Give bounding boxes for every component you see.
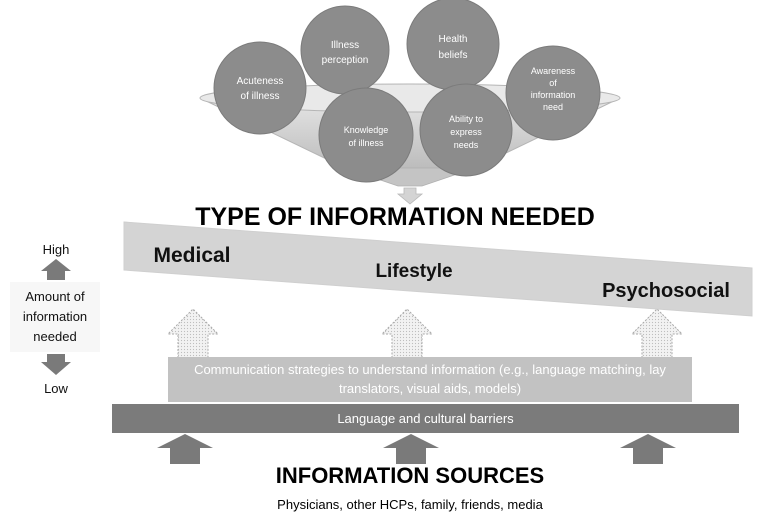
amount-high-arrow [41, 259, 71, 280]
amount-scale: High Low [10, 242, 100, 396]
info-type-banner: TYPE OF INFORMATION NEEDED Medical Lifes… [123, 203, 753, 317]
source-up-arrow-right [620, 434, 676, 464]
amount-high-label: High [43, 242, 70, 257]
factor-circle-knowledge [318, 87, 414, 183]
factor-circle-ability [419, 83, 513, 177]
sources-list: Physicians, other HCPs, family, friends,… [277, 497, 543, 512]
factor-text-ability-3: needs [454, 140, 479, 150]
amount-low-arrow [41, 354, 71, 375]
info-type-psychosocial: Psychosocial [602, 280, 730, 302]
communication-strategies-box [168, 357, 692, 402]
communication-strategies-text: Communication strategies to understand i… [194, 362, 666, 396]
factor-text-beliefs-2: beliefs [439, 50, 468, 61]
factor-circles: Acuteness of illness Illness perception … [213, 0, 601, 183]
source-up-arrow-center [383, 434, 439, 464]
factor-text-awareness-2: of [549, 78, 557, 88]
source-arrows [157, 434, 676, 464]
factor-text-awareness-3: information [531, 90, 576, 100]
info-type-title: TYPE OF INFORMATION NEEDED [195, 203, 595, 231]
factor-text-awareness-4: need [543, 102, 563, 112]
barriers-text: Language and cultural barriers [337, 411, 514, 426]
info-type-lifestyle: Lifestyle [375, 261, 452, 282]
factor-text-ability-2: express [450, 127, 482, 137]
barriers-bar [112, 404, 739, 433]
dotted-up-arrow-right [630, 308, 684, 359]
dotted-up-arrow-center [380, 308, 434, 359]
factor-text-ability-1: Ability to [449, 114, 483, 124]
factor-circle-awareness [505, 45, 601, 141]
factor-circle-acuteness [213, 41, 307, 135]
factor-text-beliefs-1: Health [439, 34, 468, 45]
sources-title: INFORMATION SOURCES [275, 463, 545, 488]
dotted-arrows [166, 308, 684, 359]
factor-text-knowledge-2: of illness [348, 138, 384, 148]
factor-text-perception-2: perception [322, 55, 369, 66]
factor-text-knowledge-1: Knowledge [344, 125, 389, 135]
info-type-medical: Medical [153, 244, 230, 267]
funnel-output-arrow [396, 187, 424, 205]
source-up-arrow-left [157, 434, 213, 464]
factor-circle-health-beliefs [406, 0, 500, 91]
dotted-up-arrow-left [166, 308, 220, 359]
amount-label-box [10, 282, 100, 352]
amount-of-information-label: Amount of information needed [22, 289, 88, 344]
factor-text-perception-1: Illness [331, 40, 359, 51]
factor-text-awareness-1: Awareness [531, 66, 576, 76]
factor-text-acuteness-1: Acuteness [237, 76, 284, 87]
amount-low-label: Low [44, 381, 68, 396]
factor-text-acuteness-2: of illness [241, 91, 280, 102]
